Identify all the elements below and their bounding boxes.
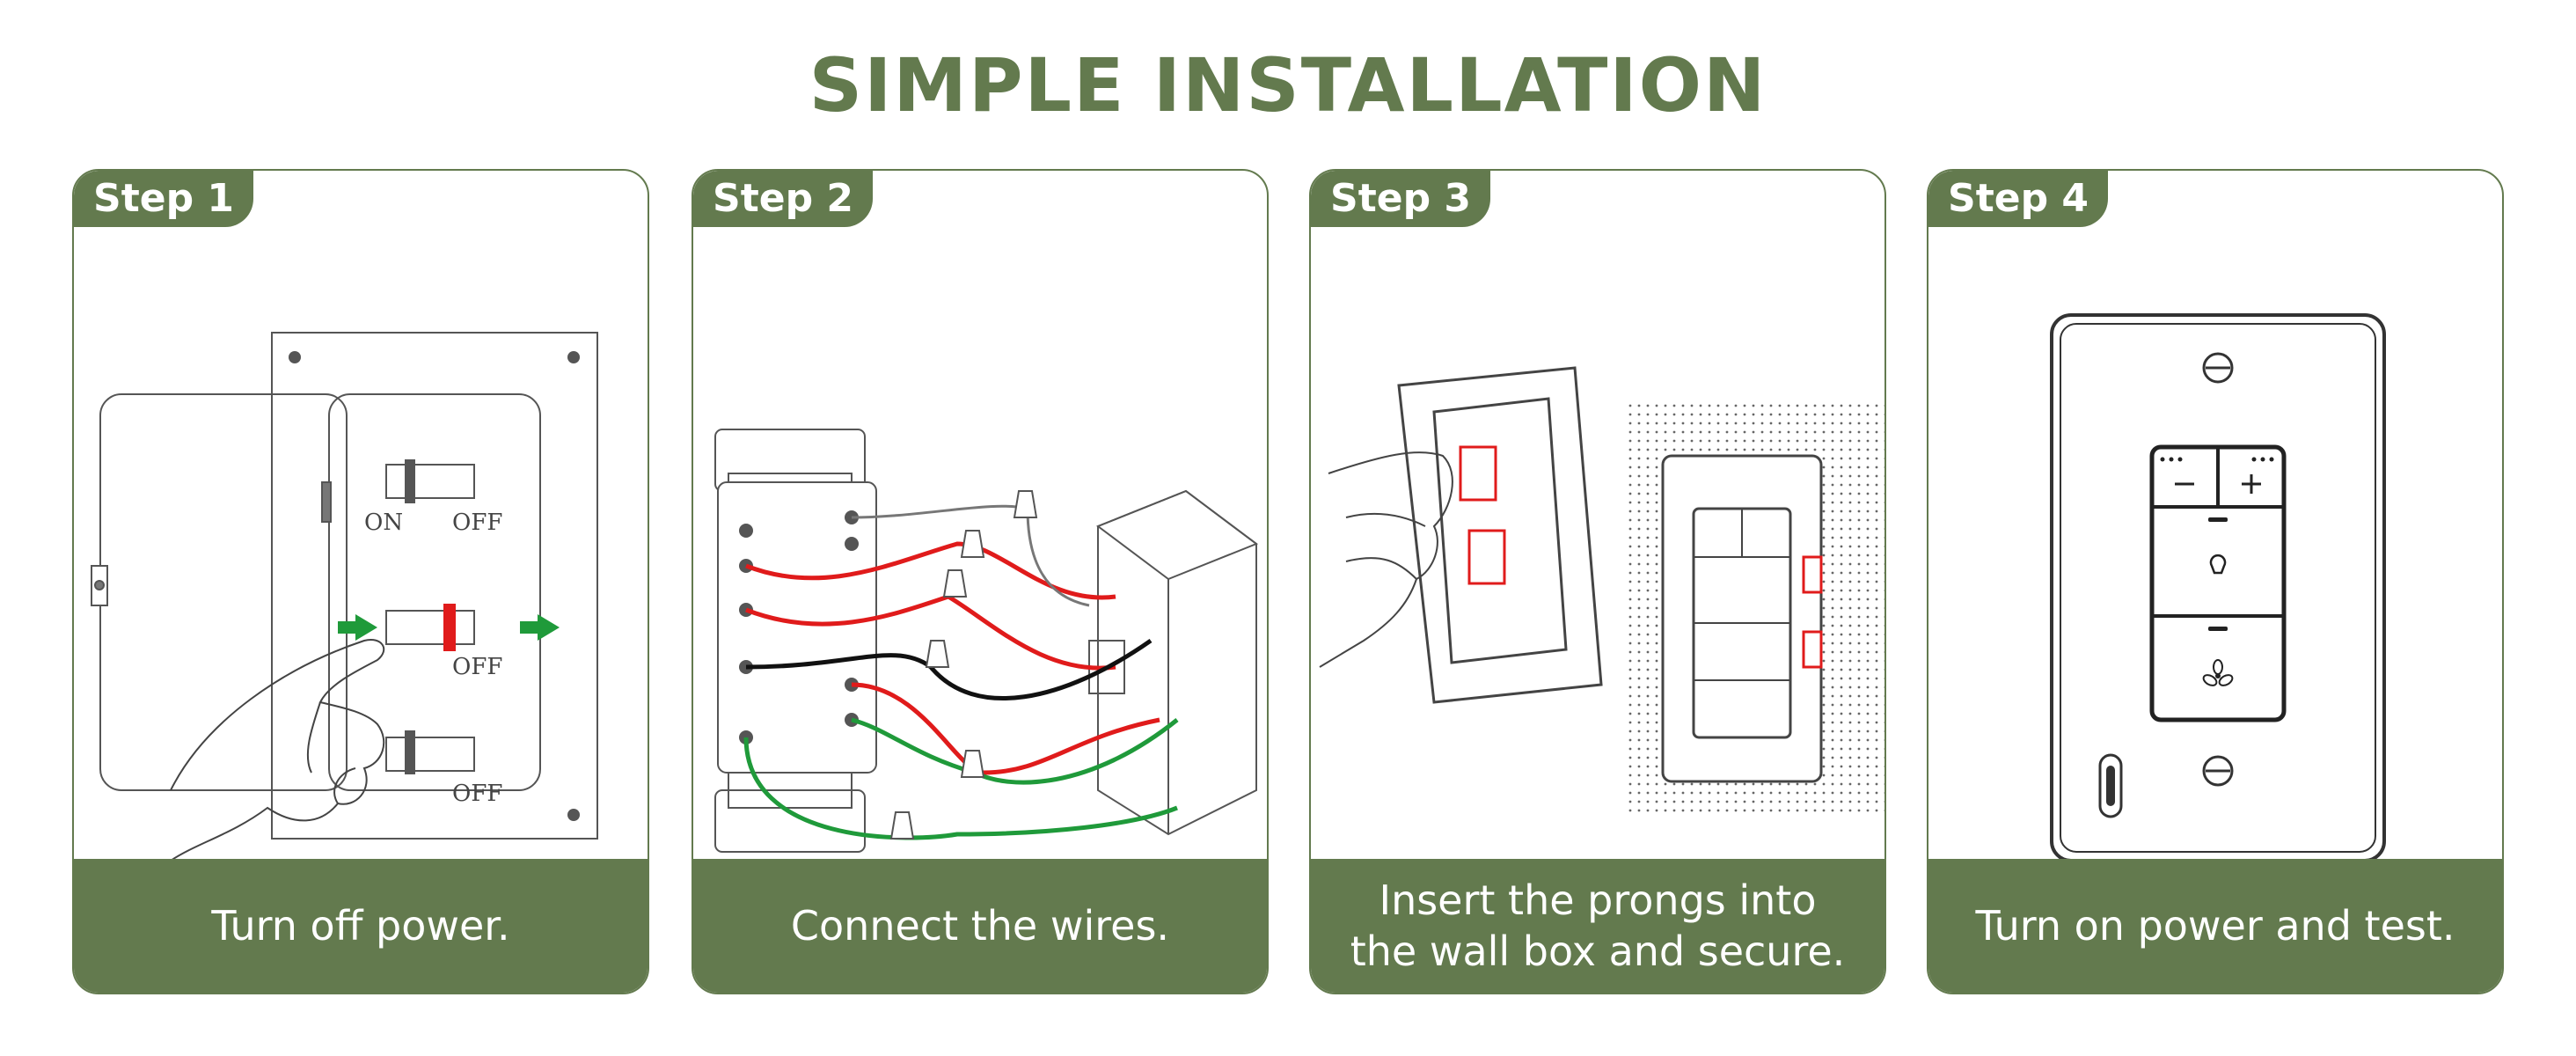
on-label: ON <box>364 510 403 536</box>
step-caption: Connect the wires. <box>693 859 1267 993</box>
step-3-card: Step 3 In <box>1309 169 1886 994</box>
step-caption: Turn off power. <box>74 859 648 993</box>
off-label-3: OFF <box>452 781 502 807</box>
step-badge: Step 1 <box>74 171 253 227</box>
step-caption: Insert the prongs into the wall box and … <box>1311 859 1884 993</box>
wall-switch-icon <box>2050 313 2386 861</box>
step-badge: Step 3 <box>1311 171 1490 227</box>
step-2-card: Step 2 <box>692 169 1269 994</box>
step-caption: Turn on power and test. <box>1928 859 2502 993</box>
off-label-1: OFF <box>452 510 502 536</box>
off-label-2: OFF <box>452 654 502 680</box>
step-1-card: Step 1 ON OFF OFF OFF Turn off p <box>72 169 649 994</box>
switch-insert-icon <box>1319 366 1884 817</box>
page-title: SIMPLE INSTALLATION <box>809 42 1767 128</box>
step-badge: Step 2 <box>693 171 873 227</box>
wiring-diagram-icon <box>714 429 1259 853</box>
step-badge: Step 4 <box>1928 171 2108 227</box>
breaker-panel-icon: ON OFF OFF OFF <box>91 332 598 861</box>
step-4-card: Step 4 Turn on power and test. <box>1927 169 2504 994</box>
